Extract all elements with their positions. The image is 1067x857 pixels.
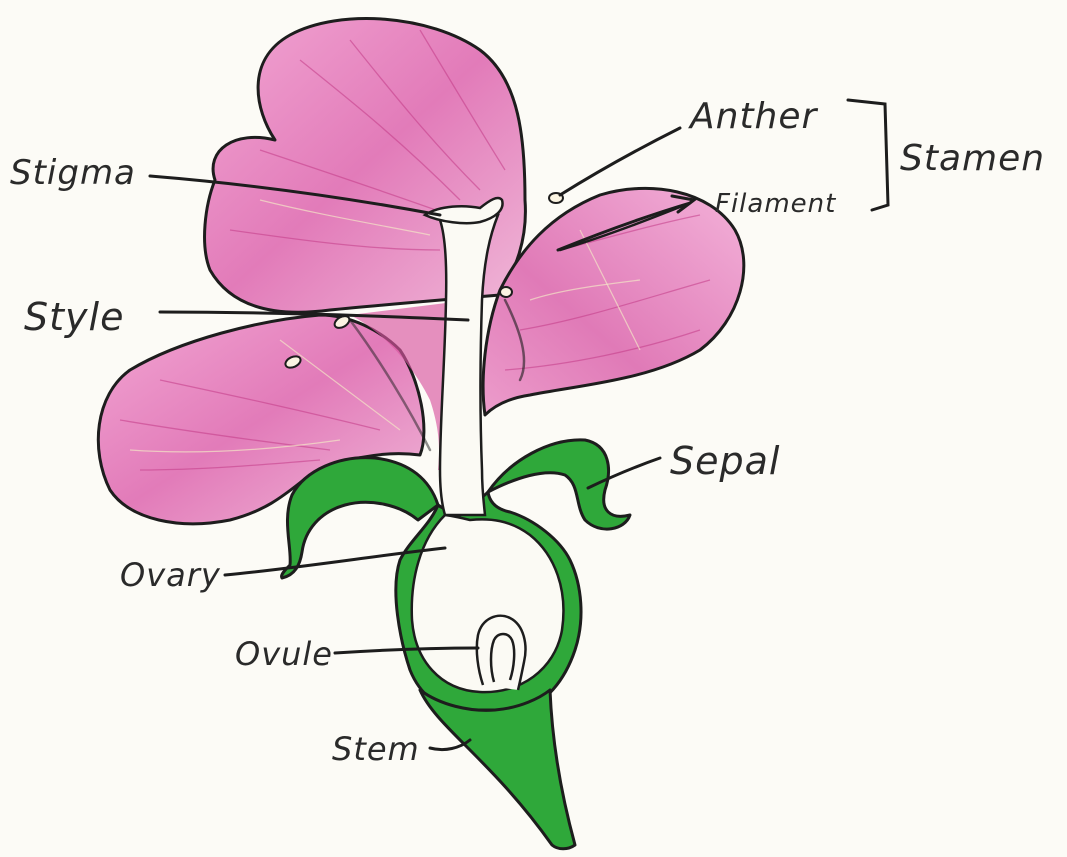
label-ovary: Ovary (120, 556, 221, 594)
label-sepal: Sepal (670, 439, 780, 483)
label-stem: Stem (332, 730, 420, 768)
label-style: Style (24, 295, 124, 339)
stamen-bracket (848, 100, 888, 210)
label-anther: Anther (688, 96, 819, 137)
label-stigma: Stigma (10, 153, 136, 193)
label-filament: Filament (715, 189, 836, 219)
label-stamen: Stamen (900, 138, 1045, 179)
ovule (477, 616, 526, 690)
label-ovule: Ovule (235, 635, 333, 673)
anther-2 (500, 287, 512, 297)
anther-leader (560, 128, 680, 195)
stem (420, 690, 575, 849)
